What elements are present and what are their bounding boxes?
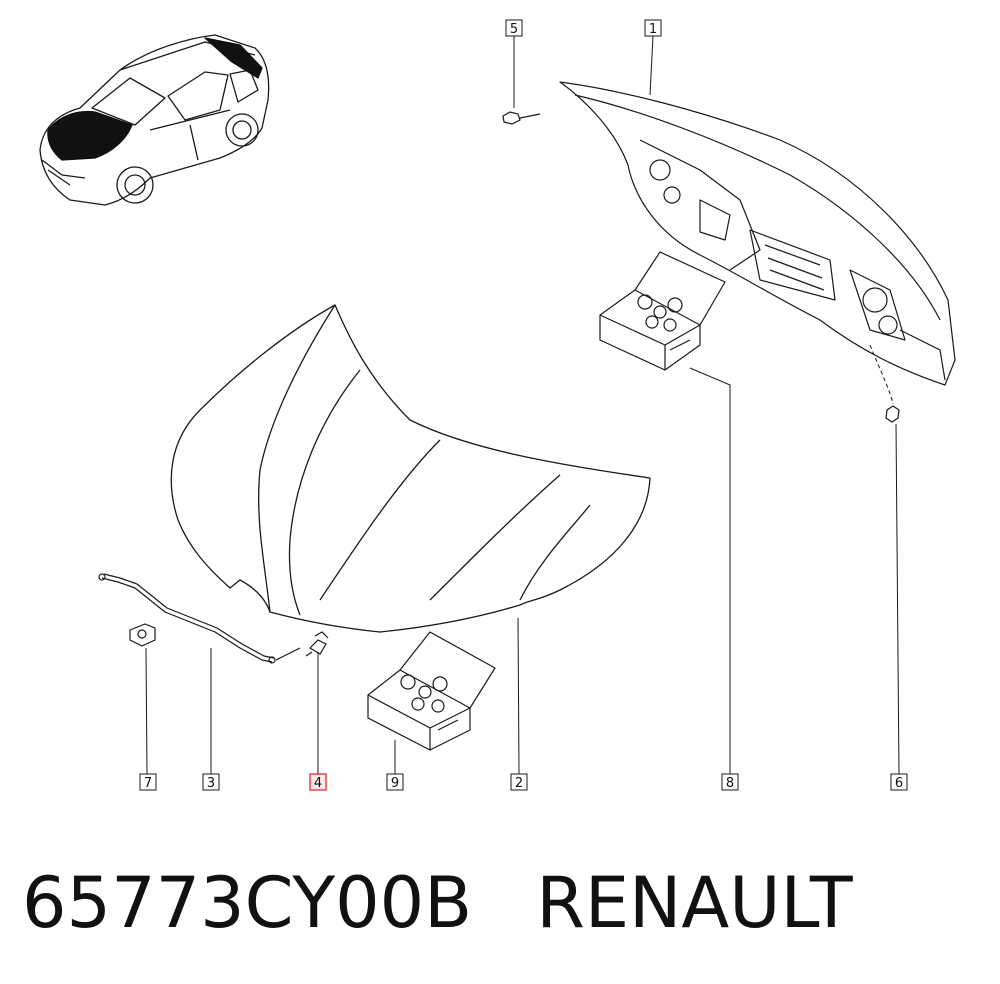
part-2-hood (170, 304, 651, 633)
callout-5[interactable]: 5 (505, 19, 523, 37)
part-7-buffer (129, 623, 156, 647)
callout-9-label: 9 (391, 776, 399, 791)
callout-2-label: 2 (515, 776, 523, 791)
part-number: 65773CY00B (22, 862, 473, 944)
callout-3-label: 3 (207, 776, 215, 791)
vehicle-thumbnail (39, 34, 270, 206)
callout-2[interactable]: 2 (510, 773, 528, 791)
part-6-fastener (885, 405, 900, 423)
leader-lines (145, 35, 900, 775)
callout-4-label: 4 (314, 776, 322, 791)
hood-highlight (47, 110, 133, 161)
callout-1[interactable]: 1 (644, 19, 662, 37)
callout-5-label: 5 (510, 22, 518, 37)
part-8-box (599, 251, 726, 371)
part-4-clip (305, 631, 329, 657)
part-3-rod (98, 573, 301, 664)
callout-3[interactable]: 3 (202, 773, 220, 791)
tailgate-highlight (204, 37, 263, 79)
callout-8[interactable]: 8 (721, 773, 739, 791)
callout-6-label: 6 (895, 776, 903, 791)
callout-7[interactable]: 7 (139, 773, 157, 791)
callout-9[interactable]: 9 (386, 773, 404, 791)
footer-caption: 65773CY00B RENAULT (22, 858, 853, 948)
part-1-panel (559, 81, 956, 386)
brand-name: RENAULT (536, 862, 853, 944)
callout-8-label: 8 (726, 776, 734, 791)
part-5-fastener (502, 111, 541, 125)
callout-7-label: 7 (144, 776, 152, 791)
part-9-box (367, 631, 496, 751)
callout-6[interactable]: 6 (890, 773, 908, 791)
callout-1-label: 1 (649, 22, 657, 37)
callout-4[interactable]: 4 (309, 773, 327, 791)
